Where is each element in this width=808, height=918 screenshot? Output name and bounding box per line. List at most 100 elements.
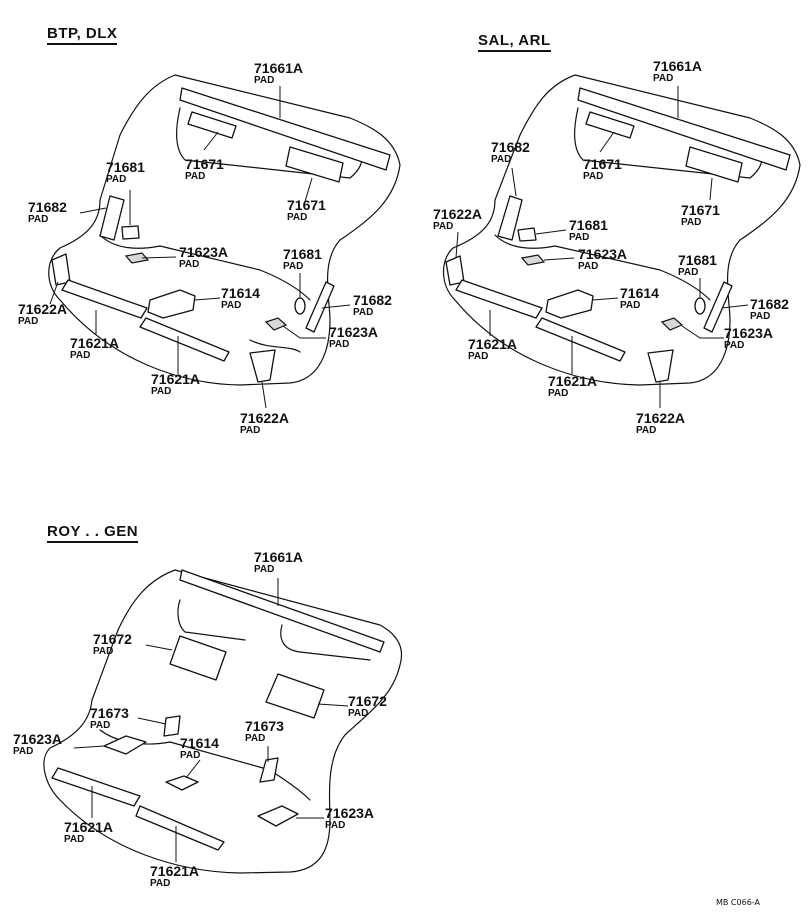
part-number: 71621A xyxy=(151,371,201,387)
part-number: 71614 xyxy=(620,285,659,301)
part-desc: PAD xyxy=(433,221,454,232)
part-desc: PAD xyxy=(185,171,206,182)
section-title-roy-gen: ROY . . GEN xyxy=(47,524,139,543)
figure-code: MB C066-A xyxy=(716,898,760,907)
part-number: 71672 xyxy=(348,693,387,709)
part-number: 71673 xyxy=(245,718,284,734)
part-desc: PAD xyxy=(64,834,85,845)
part-number: 71682 xyxy=(28,199,67,215)
part-desc: PAD xyxy=(653,73,674,84)
leaders-btp xyxy=(49,86,351,409)
part-number: 71623A xyxy=(325,805,375,821)
part-number: 71621A xyxy=(468,336,518,352)
part-number: 71623A xyxy=(724,325,774,341)
part-number: 71661A xyxy=(254,60,304,76)
part-desc: PAD xyxy=(254,564,275,575)
part-desc: PAD xyxy=(724,340,745,351)
part-number: 71622A xyxy=(240,410,290,426)
part-number: 71671 xyxy=(681,202,720,218)
part-number: 71621A xyxy=(150,863,200,879)
part-number: 71681 xyxy=(106,159,145,175)
part-desc: PAD xyxy=(548,388,569,399)
section-title-sal-arl: SAL, ARL xyxy=(478,33,551,52)
part-desc: PAD xyxy=(254,75,275,86)
part-desc: PAD xyxy=(636,425,657,436)
part-desc: PAD xyxy=(569,232,590,243)
part-number: 71621A xyxy=(548,373,598,389)
part-number: 71682 xyxy=(491,139,530,155)
part-desc: PAD xyxy=(348,708,369,719)
part-desc: PAD xyxy=(468,351,489,362)
part-number: 71671 xyxy=(583,156,622,172)
part-desc: PAD xyxy=(491,154,512,165)
part-desc: PAD xyxy=(151,386,172,397)
part-number: 71623A xyxy=(13,731,63,747)
pads-roy xyxy=(51,569,385,851)
part-desc: PAD xyxy=(325,820,346,831)
section-title-btp-dlx: BTP, DLX xyxy=(47,26,118,45)
part-desc: PAD xyxy=(180,750,201,761)
part-desc: PAD xyxy=(583,171,604,182)
part-number: 71614 xyxy=(180,735,219,751)
part-desc: PAD xyxy=(283,261,304,272)
part-desc: PAD xyxy=(13,746,34,757)
part-desc: PAD xyxy=(28,214,49,225)
part-number: 71614 xyxy=(221,285,260,301)
pads-sal xyxy=(445,87,791,383)
part-number: 71681 xyxy=(283,246,322,262)
part-number: 71622A xyxy=(433,206,483,222)
part-number: 71622A xyxy=(636,410,686,426)
part-desc: PAD xyxy=(681,217,702,228)
part-desc: PAD xyxy=(106,174,127,185)
part-desc: PAD xyxy=(179,259,200,270)
part-number: 71682 xyxy=(750,296,789,312)
part-number: 71672 xyxy=(93,631,132,647)
part-number: 71623A xyxy=(578,246,628,262)
part-desc: PAD xyxy=(678,267,699,278)
part-desc: PAD xyxy=(90,720,111,731)
part-number: 71671 xyxy=(185,156,224,172)
part-number: 71681 xyxy=(678,252,717,268)
part-desc: PAD xyxy=(750,311,771,322)
part-desc: PAD xyxy=(353,307,374,318)
part-desc: PAD xyxy=(329,339,350,350)
part-desc: PAD xyxy=(240,425,261,436)
part-desc: PAD xyxy=(287,212,308,223)
pads-btp xyxy=(51,87,391,383)
leaders-roy xyxy=(73,578,349,862)
part-number: 71621A xyxy=(64,819,114,835)
part-number: 71671 xyxy=(287,197,326,213)
part-number: 71682 xyxy=(353,292,392,308)
